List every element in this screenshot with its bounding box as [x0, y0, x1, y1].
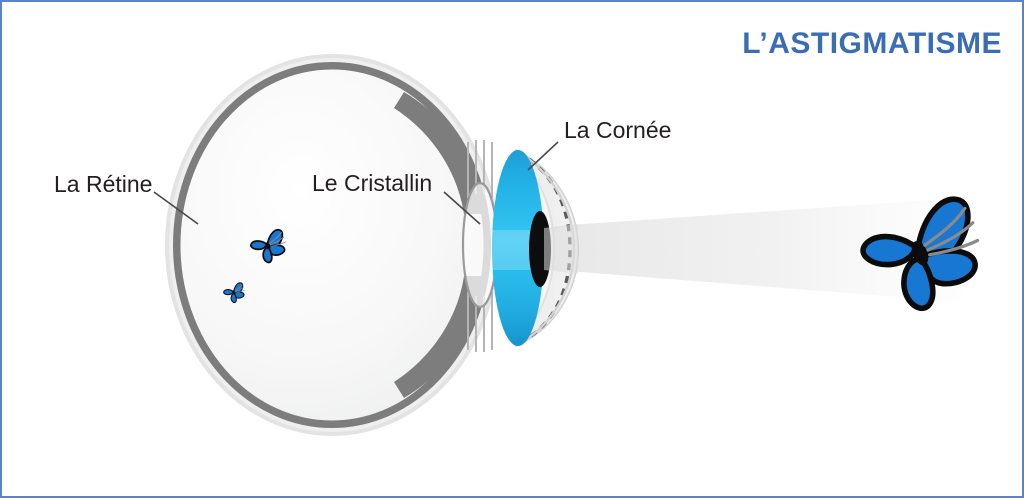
- crystalline-lens: [461, 181, 499, 309]
- eye-globe-group: [165, 54, 499, 436]
- leader-line-retina: [153, 191, 199, 225]
- crystalline-lens-group: [461, 181, 499, 309]
- iris-pupil-group: [492, 150, 551, 346]
- label-retina: La Rétine: [54, 171, 152, 197]
- outer-light-cone: [554, 198, 962, 302]
- page-title: L’ASTIGMATISME: [742, 27, 1002, 60]
- ciliary-body-upper: [394, 92, 486, 214]
- ciliary-body-lower: [394, 276, 486, 398]
- label-cornea: La Cornée: [564, 117, 671, 143]
- globe-wall-retina: [171, 60, 493, 430]
- leader-line-cornea: [527, 141, 559, 171]
- beam-over-cornea: [544, 224, 578, 274]
- iris: [492, 150, 544, 346]
- leader-line-lens: [443, 191, 481, 225]
- leader-lines-group: [153, 141, 559, 225]
- label-lens: Le Cristallin: [312, 170, 432, 196]
